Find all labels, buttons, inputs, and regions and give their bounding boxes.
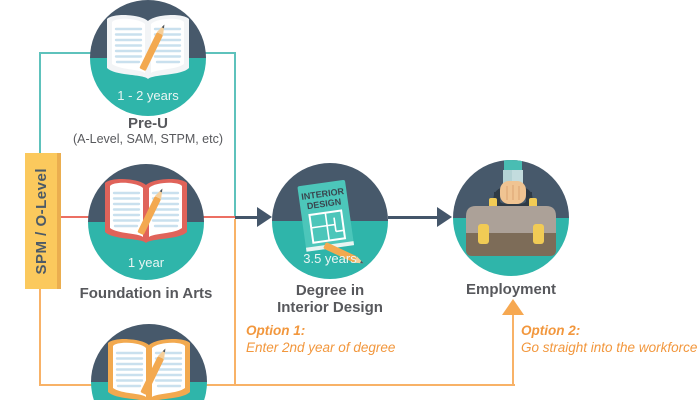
pre-u-duration: 1 - 2 years bbox=[117, 88, 179, 103]
employment-title: Employment bbox=[465, 281, 556, 298]
pencil-icon bbox=[140, 348, 166, 395]
spm-o-level-label: SPM / O-Level bbox=[32, 167, 50, 275]
pre-u-title: Pre-U bbox=[127, 115, 168, 132]
briefcase-icon bbox=[466, 160, 556, 256]
node-foundation: 1 year bbox=[88, 164, 204, 280]
teal-connector-vertical-junction bbox=[234, 52, 236, 218]
open-book-icon bbox=[105, 179, 187, 243]
option-2-annotation: Option 2: Go straight into the workforce bbox=[521, 322, 697, 356]
degree-book-title-line2: DESIGN bbox=[306, 197, 342, 212]
orange-connector-option1-vertical bbox=[234, 219, 236, 385]
node-alt-qualification bbox=[91, 324, 207, 400]
arrowhead-into-degree-icon bbox=[257, 207, 272, 227]
node-pre-u: 1 - 2 years bbox=[90, 0, 206, 116]
degree-duration: 3.5 years bbox=[303, 251, 357, 266]
node-employment bbox=[453, 160, 569, 276]
pencil-icon bbox=[323, 242, 364, 264]
teal-connector-vertical-top bbox=[39, 52, 41, 154]
degree-title-line2: Interior Design bbox=[277, 299, 383, 316]
option-1-annotation: Option 1: Enter 2nd year of degree bbox=[246, 322, 395, 356]
spm-o-level-box: SPM / O-Level bbox=[25, 153, 61, 289]
pencil-icon bbox=[137, 188, 163, 235]
node-degree: INTERIOR DESIGN 3.5 years bbox=[272, 163, 388, 279]
option-2-label: Option 2: bbox=[521, 323, 581, 338]
pre-u-subtitle: (A-Level, SAM, STPM, etc) bbox=[72, 132, 224, 146]
foundation-title: Foundation in Arts bbox=[79, 285, 213, 302]
foundation-duration: 1 year bbox=[127, 255, 165, 270]
arrowhead-into-employment-icon bbox=[437, 207, 452, 227]
interior-design-book-icon: INTERIOR DESIGN bbox=[297, 179, 364, 264]
option-2-description: Go straight into the workforce bbox=[521, 340, 698, 355]
arrowhead-into-workforce-icon bbox=[502, 299, 524, 315]
dark-connector-to-degree bbox=[235, 216, 259, 219]
pencil-icon bbox=[139, 24, 165, 71]
option-1-label: Option 1: bbox=[246, 323, 306, 338]
option-1-description: Enter 2nd year of degree bbox=[246, 340, 396, 355]
degree-title-line1: Degree in bbox=[295, 282, 365, 299]
dark-connector-to-employment bbox=[388, 216, 440, 219]
open-book-icon bbox=[107, 15, 189, 79]
orange-connector-horizontal-bottom bbox=[39, 384, 515, 386]
orange-connector-vertical-from-box bbox=[39, 289, 41, 385]
open-book-icon bbox=[108, 339, 190, 400]
orange-connector-option2-vertical bbox=[512, 314, 514, 385]
